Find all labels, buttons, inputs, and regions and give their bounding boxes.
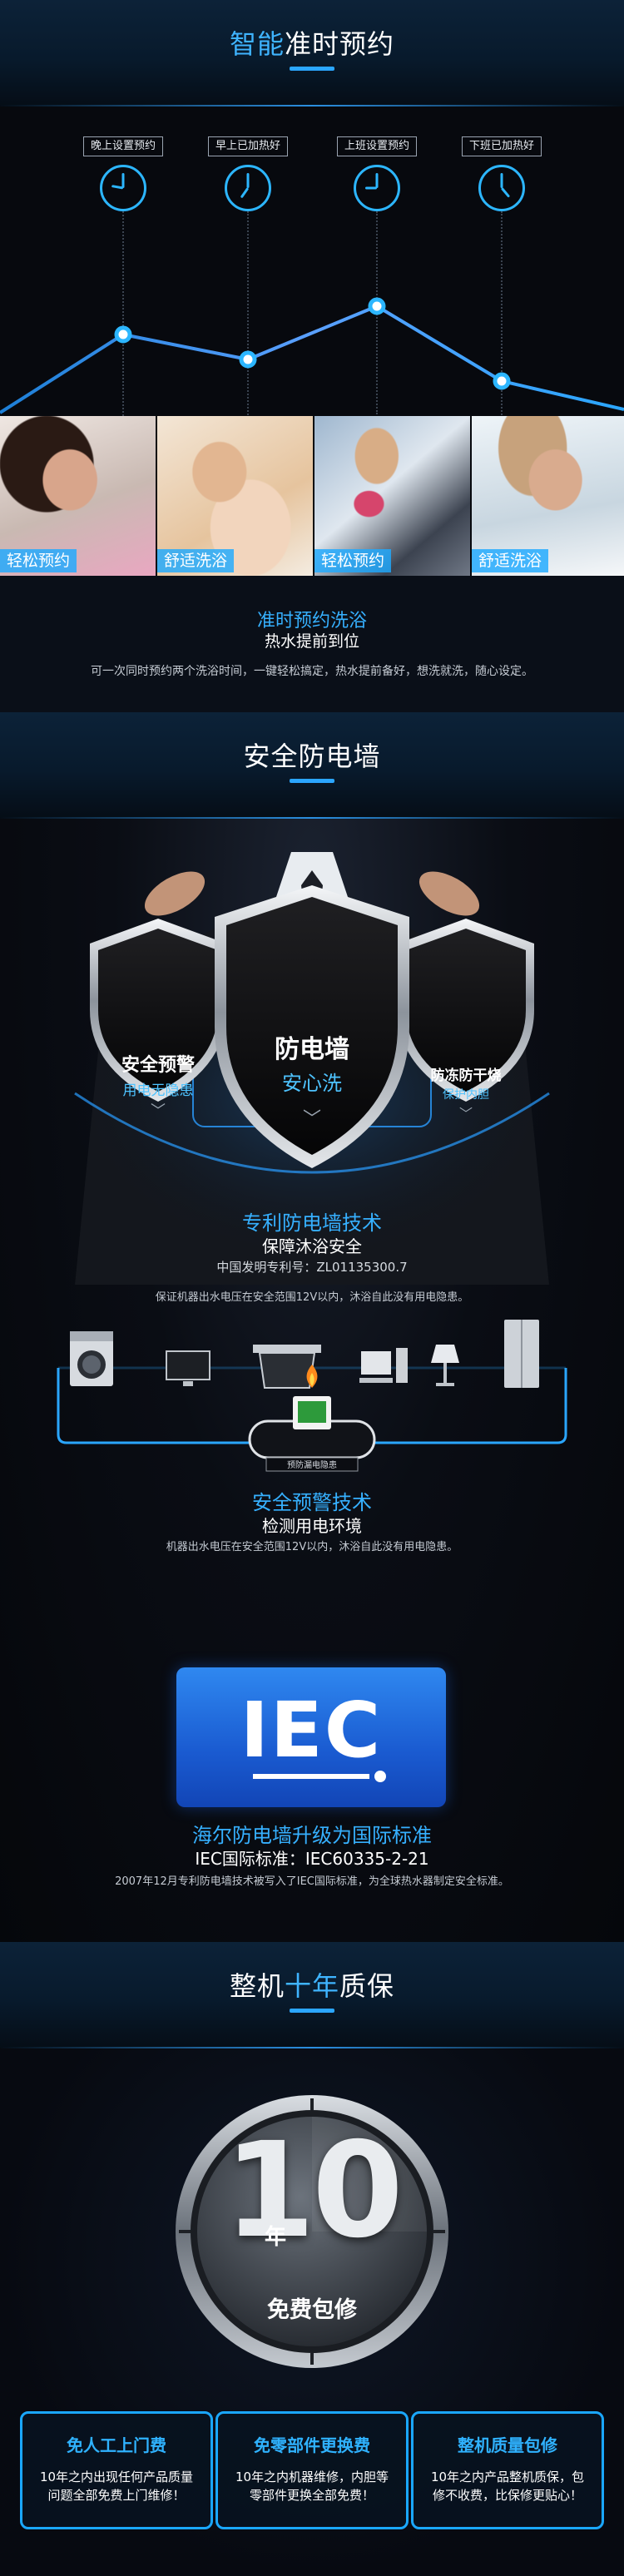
shield-sub-text: 保护内胆 (443, 1088, 489, 1102)
section-title: 安全防电墙 (243, 741, 381, 772)
scheduling-headline: 准时预约洗浴 (256, 611, 367, 632)
computer-icon (359, 1348, 408, 1383)
photo-caption: 舒适洗浴 (157, 549, 235, 572)
card-desc: 10年之内机器维修，内胆等零部件更换全部免费！ (235, 2469, 389, 2503)
photo-caption: 轻松预约 (314, 549, 392, 572)
time-label-morning-ready: 早上已加热好 (207, 136, 289, 156)
warranty-number: 10 (224, 2114, 404, 2267)
chevron-down-icon: ﹀ (458, 1106, 473, 1122)
refrigerator-icon (504, 1320, 539, 1388)
card-desc: 10年之内产品整机质保，包修不收费，比保修更贴心！ (430, 2469, 585, 2503)
shield-main-text: 防电墙 (275, 1035, 349, 1064)
card-title: 免人工上门费 (67, 2435, 166, 2455)
card-desc: 10年之内出现任何产品质量问题全部免费上门维修！ (39, 2469, 194, 2503)
title-rest: 准时预约 (285, 28, 395, 60)
timeline-node (368, 297, 386, 315)
photo-woman-phone: 轻松预约 (314, 416, 470, 576)
lamp-icon (431, 1345, 459, 1386)
section-header-scheduling: 智能准时预约 (0, 0, 624, 107)
title-part: 整机 (229, 1970, 285, 2002)
tv-icon (166, 1350, 210, 1386)
safety-section: 安全预警 用电无隐患 ﹀ 防电墙 安心洗 ﹀ 防冻防干烧 保护内胆 ﹀ 专利防电… (0, 819, 624, 1942)
water-heater-icon (248, 1365, 376, 1472)
patent-title: 专利防电墙技术 (242, 1211, 382, 1235)
warranty-free-repair: 免费包修 (267, 2297, 357, 2323)
chevron-down-icon: ﹀ (151, 1102, 166, 1120)
photo-woman-bath: 舒适洗浴 (157, 416, 313, 576)
iec-subtitle: IEC国际标准：IEC60335-2-21 (195, 1849, 429, 1869)
iec-logo-text: IEC (240, 1686, 383, 1775)
iec-title: 海尔防电墙升级为国际标准 (192, 1824, 432, 1847)
title-underline (290, 2009, 334, 2013)
title-underline (290, 67, 334, 71)
scheduling-subheadline: 热水提前到位 (264, 632, 359, 651)
time-label-evening-set: 晚上设置预约 (82, 136, 164, 156)
shield-sub-text: 用电无隐患 (122, 1082, 194, 1099)
patent-subtitle: 保障沐浴安全 (262, 1236, 362, 1256)
photo-caption: 舒适洗浴 (472, 549, 549, 572)
shield-antifreeze: 防冻防干烧 保护内胆 ﹀ (408, 1063, 524, 1122)
clock-icon (225, 165, 271, 211)
clock-icon (354, 165, 400, 211)
title-highlight: 十年 (284, 1970, 339, 2002)
warranty-card-labor: 免人工上门费 10年之内出现任何产品质量问题全部免费上门维修！ (20, 2411, 213, 2529)
warning-title: 安全预警技术 (252, 1491, 372, 1514)
lifestyle-photos: 轻松预约 舒适洗浴 轻松预约 舒适洗浴 (0, 416, 624, 576)
shield-anti-electric-wall: 防电墙 安心洗 ﹀ (241, 1028, 383, 1131)
title-part: 质保 (339, 1970, 395, 2002)
warranty-year-unit: 年 (265, 2225, 287, 2250)
warranty-card-parts: 免零部件更换费 10年之内机器维修，内胆等零部件更换全部免费！ (215, 2411, 409, 2529)
iec-logo: IEC (176, 1667, 446, 1807)
iec-desc: 2007年12月专利防电墙技术被写入了IEC国际标准，为全球热水器制定安全标准。 (115, 1875, 509, 1888)
time-label-after-work-ready: 下班已加热好 (461, 136, 542, 156)
section-header-warranty: 整机十年质保 (0, 1942, 624, 2048)
patent-desc: 保证机器出水电压在安全范围12V以内，沐浴自此没有用电隐患。 (155, 1291, 469, 1304)
title-highlight: 智能 (229, 28, 285, 60)
range-hood-icon (253, 1345, 321, 1389)
timeline-node (239, 350, 257, 369)
photo-woman-shower: 舒适洗浴 (472, 416, 624, 576)
card-title: 免零部件更换费 (254, 2435, 370, 2455)
patent-number: 中国发明专利号：ZL01135300.7 (216, 1260, 408, 1275)
shield-safety-warning: 安全预警 用电无隐患 ﹀ (100, 1050, 216, 1121)
scheduling-desc: 可一次同时预约两个洗浴时间，一键轻松搞定，热水提前备好，想洗就洗，随心设定。 (91, 665, 533, 678)
chevron-down-icon: ﹀ (302, 1109, 321, 1130)
title-underline (290, 779, 334, 783)
shield-main-text: 防冻防干烧 (430, 1068, 502, 1084)
photo-woman-sleeping: 轻松预约 (0, 416, 156, 576)
section-title: 智能准时预约 (0, 23, 624, 62)
warning-desc: 机器出水电压在安全范围12V以内，沐浴自此没有用电隐患。 (166, 1541, 458, 1553)
warranty-badge (176, 2095, 448, 2368)
appliance-circuit-diagram (57, 1320, 567, 1472)
timeline-node (114, 325, 132, 344)
device-label: 预防漏电隐患 (287, 1461, 337, 1470)
time-label-work-set: 上班设置预约 (336, 136, 418, 156)
timeline-dropline (501, 211, 503, 488)
warranty-section: 10 年 免费包修 免人工上门费 10年之内出现任何产品质量问题全部免费上门维修… (0, 2048, 624, 2576)
timeline-dropline (247, 211, 249, 468)
timeline-curve (0, 297, 624, 414)
card-title: 整机质量包修 (458, 2435, 557, 2455)
shield-main-text: 安全预警 (121, 1055, 195, 1076)
scheduling-description: 准时预约洗浴 热水提前到位 可一次同时预约两个洗浴时间，一键轻松搞定，热水提前备… (0, 576, 624, 712)
warning-subtitle: 检测用电环境 (262, 1516, 362, 1536)
washing-machine-icon (70, 1331, 113, 1386)
scheduling-timeline: 晚上设置预约 早上已加热好 上班设置预约 下班已加热好 (0, 107, 624, 488)
section-header-safety: 安全防电墙 (0, 712, 624, 819)
section-title: 整机十年质保 (0, 1965, 624, 2004)
shield-sub-text: 安心洗 (282, 1072, 342, 1095)
warranty-card-whole-unit: 整机质量包修 10年之内产品整机质保，包修不收费，比保修更贴心！ (411, 2411, 604, 2529)
clock-icon (478, 165, 525, 211)
businessman-illustration (62, 852, 562, 1285)
clock-icon (100, 165, 146, 211)
timeline-node (493, 372, 511, 390)
photo-caption: 轻松预约 (0, 549, 77, 572)
